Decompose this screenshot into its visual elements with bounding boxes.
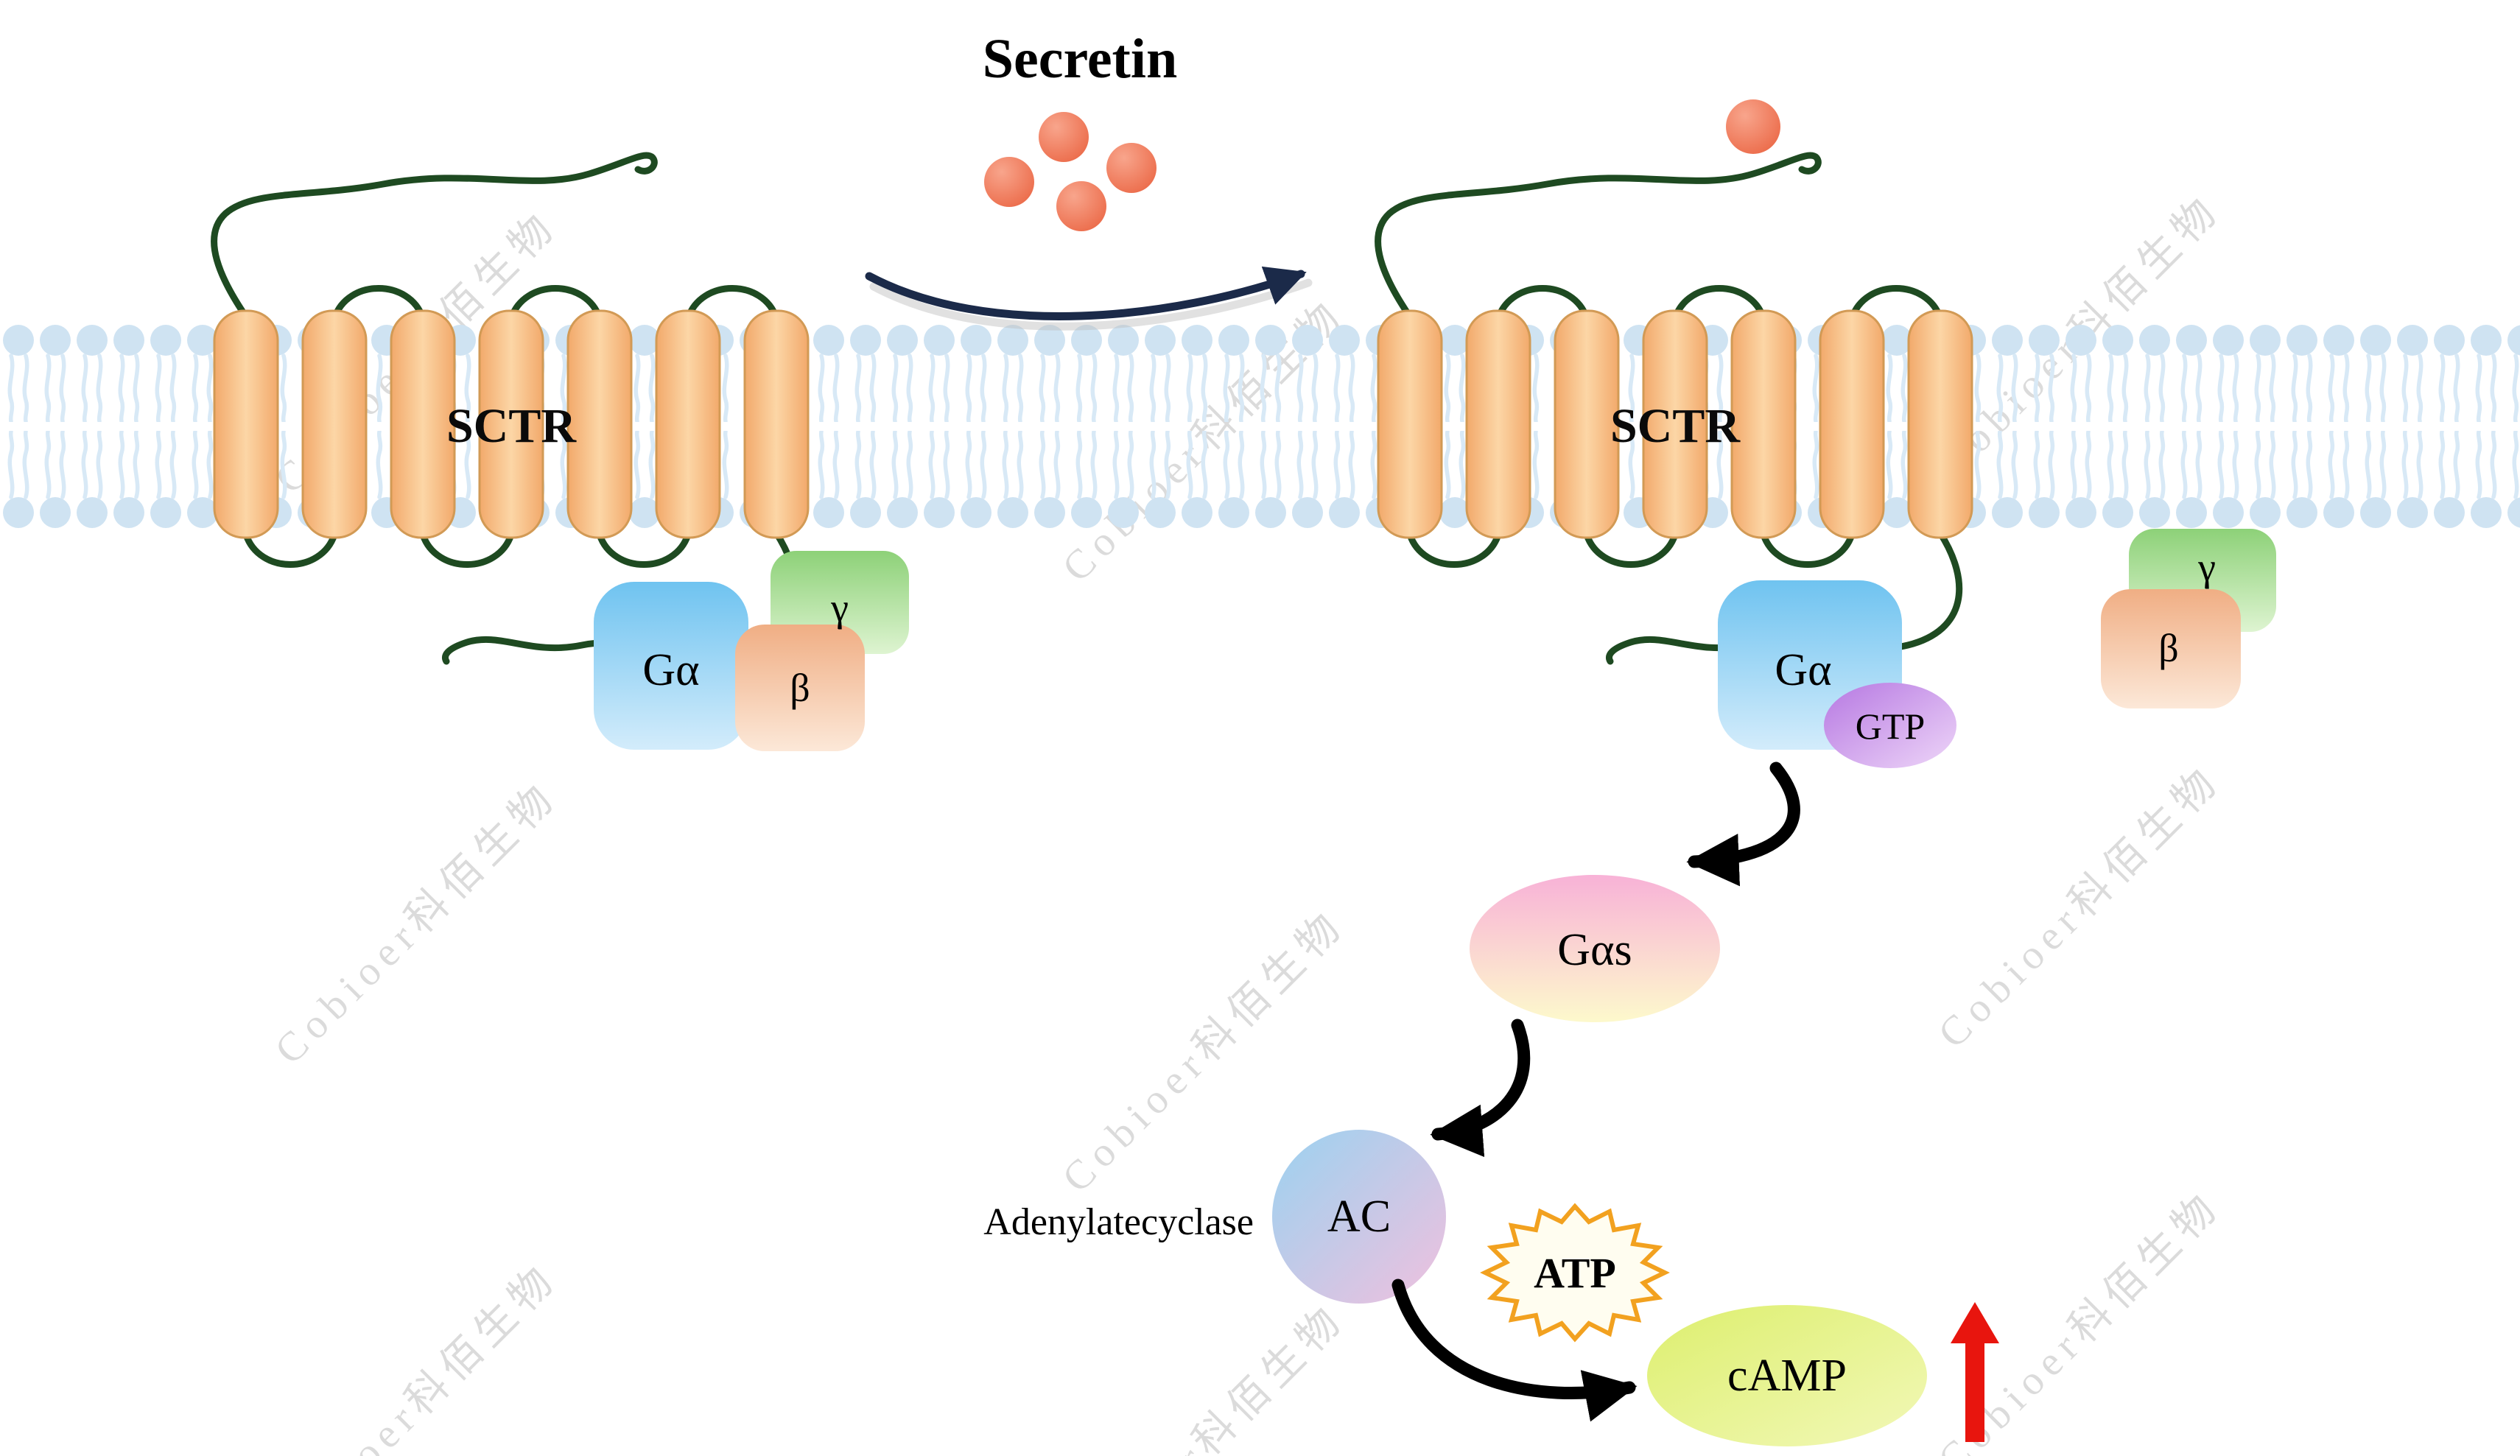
g-alpha-active-label: Gα [1775, 645, 1831, 695]
secretin-molecule [984, 157, 1034, 207]
g-alpha-s-node [1470, 875, 1720, 1022]
secretin-molecule [1056, 181, 1106, 231]
watermark-text: Cobioer科佰生物 [266, 1254, 566, 1456]
arrow-gtp-to-gas [1686, 762, 1800, 887]
camp-node [1647, 1305, 1927, 1446]
g-alpha-label: Gα [642, 645, 699, 695]
g-beta-subunit-free [2101, 589, 2241, 708]
secretin-molecule [1106, 143, 1157, 193]
ac-full-name-label: Adenylatecyclase [983, 1201, 1254, 1243]
receptor-left-label: SCTR [446, 399, 577, 453]
g-beta-label: β [790, 666, 810, 710]
g-beta-subunit [735, 625, 865, 751]
camp-increase-arrow-icon [1951, 1302, 1999, 1442]
arrow-gas-to-ac [1430, 1019, 1531, 1158]
watermark-text: Cobioer科佰生物 [1053, 1295, 1354, 1456]
g-beta-free-label: β [2158, 626, 2178, 670]
secretin-ligand-cluster [984, 112, 1157, 231]
activation-arrow-shadow [869, 278, 1313, 331]
plasma-membrane [0, 322, 2520, 531]
g-gamma-free-label: γ [2197, 545, 2216, 589]
g-gamma-label: γ [830, 585, 849, 630]
arrow-ac-to-camp [1391, 1279, 1638, 1422]
camp-label: cAMP [1727, 1351, 1847, 1401]
activation-arrow [865, 266, 1307, 320]
receptor-right-label: SCTR [1610, 399, 1741, 453]
secretin-title: Secretin [983, 28, 1178, 90]
membrane-outer-leaflet [0, 322, 2520, 422]
g-protein-left: Gα γ β [594, 551, 909, 751]
gtp-molecule [1824, 683, 1956, 768]
secretin-bound [1726, 99, 1780, 154]
g-alpha-s-label: Gαs [1557, 925, 1632, 975]
g-alpha-subunit [594, 582, 748, 750]
g-protein-right: Gα GTP [1718, 580, 1956, 768]
watermark-text: Cobioer科佰生物 [1929, 756, 2230, 1057]
atp-label: ATP [1534, 1249, 1616, 1297]
secretin-molecule [1039, 112, 1089, 162]
atp-starburst-icon [1480, 1203, 1670, 1343]
adenylate-cyclase-node [1272, 1130, 1446, 1304]
watermark-text: Cobioer科佰生物 [266, 773, 566, 1073]
ac-label: AC [1327, 1192, 1391, 1242]
gtp-label: GTP [1856, 706, 1925, 747]
membrane-inner-leaflet [0, 431, 2520, 531]
g-beta-gamma-dissociated: γ β [2101, 529, 2276, 708]
